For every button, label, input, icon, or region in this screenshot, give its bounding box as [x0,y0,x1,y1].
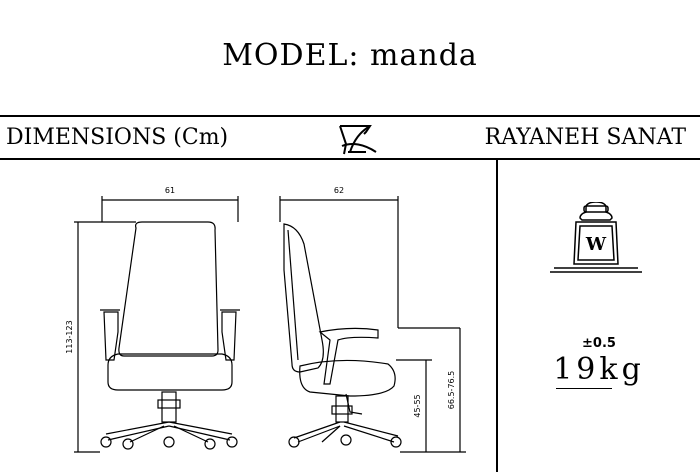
weight-icon-letter: W [585,234,607,255]
dim-depth-text: 62 [334,186,344,195]
dim-arm-height-text: 66.5-76.5 [447,371,456,410]
front-view [74,196,240,453]
vertical-divider [496,160,498,472]
chair-logo-icon [339,125,377,155]
weight-icon: W [550,202,642,273]
weight-value: 19kg [553,352,645,387]
dimensions-label: DIMENSIONS (Cm) [6,125,229,150]
brand-name: RAYANEH SANAT [484,125,686,150]
weight-underline [556,388,612,389]
header-row: DIMENSIONS (Cm) RAYANEH SANAT [0,117,700,160]
dim-width-text: 61 [165,186,175,195]
model-title: MODEL: manda [222,38,478,73]
weight-panel: W ±0.5 19kg [498,160,700,472]
side-view [279,196,466,453]
dim-seat-height-text: 45-55 [413,394,422,417]
chair-drawing: 61 62 113-123 45-55 66.5-76.5 [65,186,466,453]
dim-height-text: 113-123 [65,320,74,353]
title-row: MODEL: manda [0,0,700,117]
weight-tolerance: ±0.5 [582,336,616,351]
